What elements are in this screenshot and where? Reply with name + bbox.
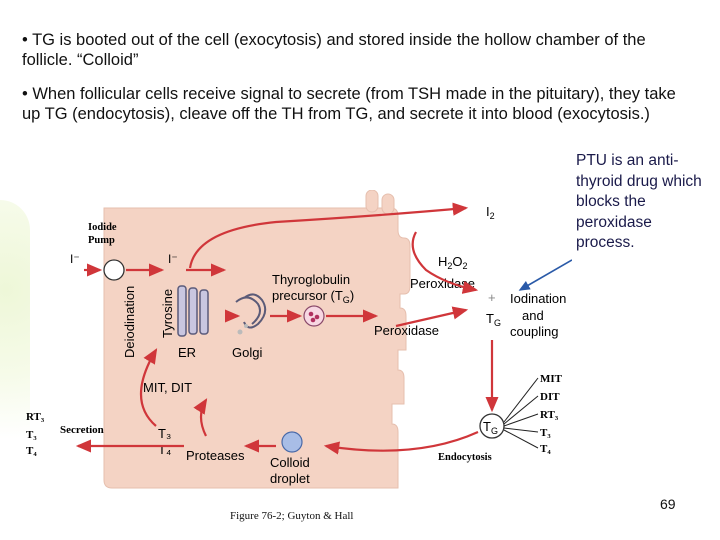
arrow-i2-cycle bbox=[411, 231, 479, 294]
arrow-deiodination bbox=[139, 348, 158, 427]
iodide-pump-label-2: Pump bbox=[88, 235, 115, 246]
deiodination-label: Deiodination bbox=[122, 286, 137, 358]
ptu-note: PTU is an anti-thyroid drug which blocks… bbox=[576, 152, 702, 251]
iodide-pump-icon bbox=[103, 259, 125, 281]
arrow-endocytosis-in bbox=[323, 430, 479, 455]
golgi-icon bbox=[235, 293, 267, 329]
plus-sign: + bbox=[488, 290, 496, 305]
t4-left: T₄ bbox=[26, 445, 37, 457]
right-t4: T₄ bbox=[540, 443, 551, 455]
bullet-text-1: • TG is booted out of the cell (exocytos… bbox=[22, 31, 646, 69]
iodination-label-1: Iodination bbox=[510, 291, 566, 306]
microvillus bbox=[381, 193, 395, 215]
golgi-vesicle bbox=[237, 329, 243, 335]
colloid-droplet-icon bbox=[281, 431, 303, 453]
bullet-text-2: • When follicular cells receive signal t… bbox=[22, 85, 676, 123]
microvillus bbox=[365, 190, 379, 213]
page-number: 69 bbox=[660, 496, 676, 512]
endocytosis-label: Endocytosis bbox=[438, 452, 492, 463]
thyroglobulin-vesicle-icon bbox=[303, 305, 325, 327]
t3-mid: T₃ bbox=[158, 426, 171, 441]
colloid-label-1: Colloid bbox=[270, 455, 310, 470]
thyroglobulin-label-2: precursor (TG) bbox=[272, 288, 354, 305]
vesicle-dot bbox=[310, 317, 316, 323]
iodination-label-3: coupling bbox=[510, 324, 558, 339]
figure-caption: Figure 76-2; Guyton & Hall bbox=[230, 510, 354, 522]
right-t3: T₃ bbox=[540, 427, 551, 439]
iodination-label-2: and bbox=[522, 308, 544, 323]
ptu-pointer-arrow bbox=[518, 259, 572, 291]
rt3-left: RT₃ bbox=[26, 411, 45, 423]
cleavage-lines bbox=[503, 377, 539, 449]
arrow-mit-dit bbox=[193, 398, 208, 437]
i2-label: I2 bbox=[486, 204, 495, 221]
t3-left: T₃ bbox=[26, 429, 37, 441]
er-label: ER bbox=[178, 345, 196, 360]
iodide-inside: I⁻ bbox=[168, 252, 178, 266]
golgi-label: Golgi bbox=[232, 345, 262, 360]
right-mit: MIT bbox=[540, 373, 563, 385]
vesicle-dot bbox=[308, 311, 314, 317]
right-rt3: RT₃ bbox=[540, 409, 559, 421]
arrow-to-lumen bbox=[395, 306, 469, 328]
thyroid-cell-diagram: Iodide Pump I⁻ I⁻ Deiodination Tyrosine … bbox=[26, 190, 572, 489]
iodide-outside: I⁻ bbox=[70, 252, 80, 266]
background-decoration bbox=[0, 200, 30, 500]
colloid-label-2: droplet bbox=[270, 471, 310, 486]
secretion-label: Secretion bbox=[60, 424, 104, 436]
tg-label: TG bbox=[486, 311, 501, 328]
proteases-label: Proteases bbox=[186, 448, 245, 463]
er-icon bbox=[177, 285, 209, 337]
golgi-vesicle bbox=[244, 324, 248, 328]
h2o2-label: H2O2 bbox=[438, 254, 468, 271]
follicular-cell bbox=[103, 207, 411, 489]
thyroglobulin-label-1: Thyroglobulin bbox=[272, 272, 350, 287]
right-dit: DIT bbox=[540, 391, 560, 403]
peroxidase-mid-label: Peroxidase bbox=[374, 323, 439, 338]
tg-circle-label: TG bbox=[483, 419, 498, 436]
tyrosine-label: Tyrosine bbox=[160, 289, 175, 338]
arrow-iodide-to-apex bbox=[188, 202, 469, 269]
iodide-pump-label-1: Iodide bbox=[88, 222, 117, 233]
t4-mid: T₄ bbox=[158, 442, 171, 457]
vesicle-dot bbox=[314, 314, 320, 320]
peroxidase-top-label: Peroxidase bbox=[410, 276, 475, 291]
mit-dit-label: MIT, DIT bbox=[143, 380, 192, 395]
